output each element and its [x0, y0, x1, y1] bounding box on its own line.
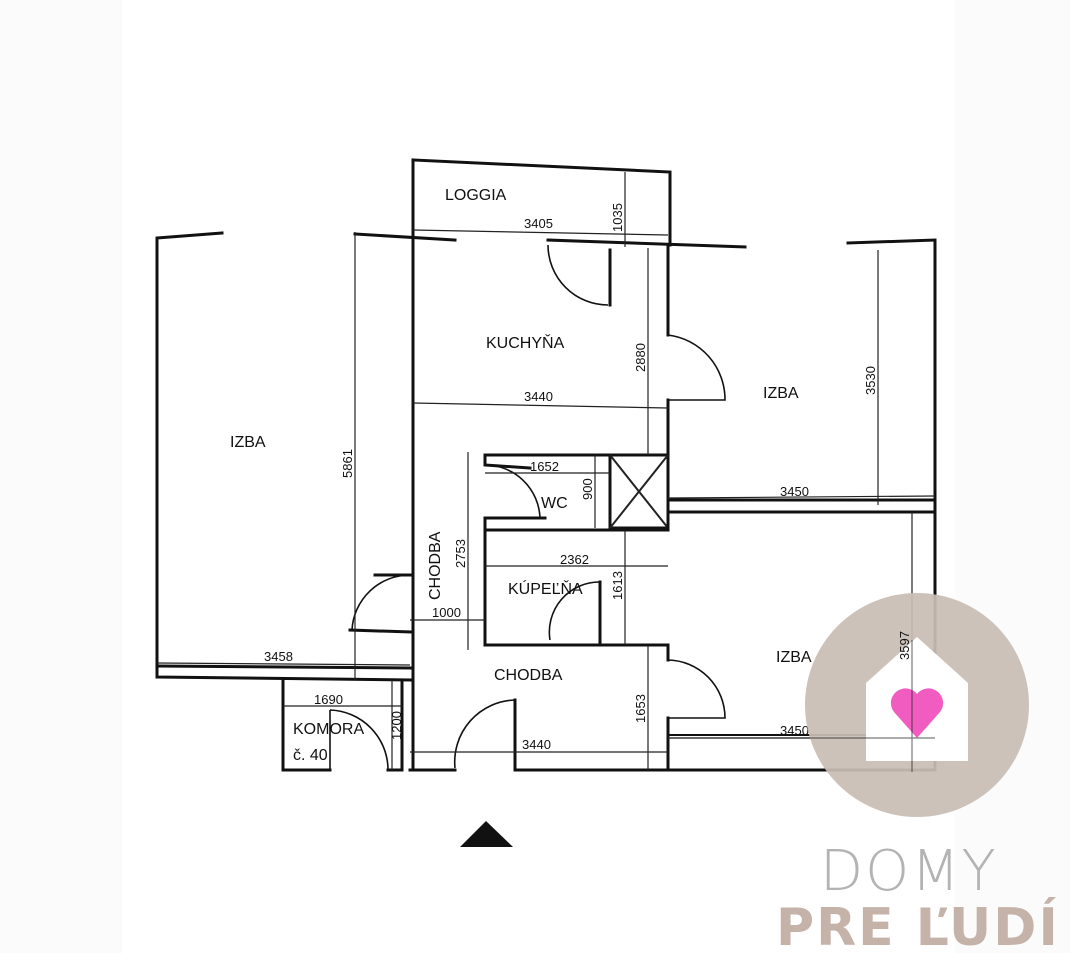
room-label-top-right-room: IZBA: [763, 385, 799, 402]
dim-core-depth: 2753: [453, 539, 468, 568]
room-label-bottom-right-room: IZBA: [776, 649, 812, 666]
shaft: [608, 453, 670, 530]
logo-text-pre-ludi: PRE ĽUDÍ: [776, 897, 1060, 953]
storage-door-arc: [329, 709, 389, 771]
bathroom-wall: [483, 516, 602, 647]
dim-loggia-width: 3405: [524, 216, 553, 231]
bottom-right-room-door-arc: [667, 659, 726, 719]
dim-loggia-depth: 1035: [610, 203, 625, 232]
top-right-room-wall: [846, 238, 937, 514]
dim-bathroom-depth: 1613: [610, 571, 625, 600]
dim-kitchen-width: 3440: [524, 389, 553, 404]
room-label-left-room: IZBA: [230, 434, 266, 451]
room-label-loggia: LOGGIA: [445, 187, 507, 204]
doors: [329, 244, 726, 771]
storage-wall: [281, 678, 332, 772]
left-room-inner-wall: [155, 664, 412, 670]
left-room-door-arc: [351, 574, 411, 631]
dim-wc-depth: 900: [580, 478, 595, 500]
kitchen-top-wall-left: [353, 232, 457, 242]
room-label-bathroom: KÚPEĽŇA: [508, 579, 583, 598]
bathroom-door-arc: [548, 581, 601, 641]
entrance-triangle-icon: [460, 821, 513, 847]
room-label-storage: KOMORA: [293, 721, 364, 738]
room-label-hallway-bottom: CHODBA: [494, 667, 563, 684]
dim-hallway-width: 1000: [432, 605, 461, 620]
page-margin-left: [0, 0, 122, 953]
brand-logo: 3597 DOMY PRE ĽUDÍ: [668, 593, 1060, 953]
kitchen-top-wall-right: [546, 238, 747, 249]
loggia-wall: [411, 158, 672, 247]
shaft-cross: [609, 454, 669, 529]
kitchen-door-arc: [547, 244, 609, 306]
room-label-wc: WC: [541, 495, 568, 512]
dim-kitchen-depth: 2880: [633, 343, 648, 372]
dim-bottom-right-width: 3450: [780, 723, 809, 738]
page-margin-right: [955, 0, 1070, 953]
dim-storage-width: 1690: [314, 692, 343, 707]
room-label-hallway-vertical: CHODBA: [427, 531, 444, 600]
dim-top-right-width: 3450: [780, 484, 809, 499]
top-right-room-door-arc: [667, 334, 726, 401]
dim-hallway-bottom-width: 3440: [522, 737, 551, 752]
top-right-room-bottom-wall: [666, 498, 937, 514]
logo-text-domy: DOMY: [820, 839, 998, 904]
dim-bathroom-width: 2362: [560, 552, 589, 567]
wc-door-arc: [484, 464, 541, 519]
storage-right-wall: [386, 678, 404, 772]
dim-top-right-depth: 3530: [863, 366, 878, 395]
paper: [123, 0, 955, 953]
entrance-door-arc: [453, 699, 516, 769]
dim-left-room-width: 3458: [264, 649, 293, 664]
dim-left-room-depth: 5861: [340, 449, 355, 478]
heart-icon: [890, 688, 944, 738]
dim-wc-width: 1652: [530, 459, 559, 474]
room-label-storage-number: č. 40: [293, 747, 328, 764]
dim-bottom-right-depth: 3597: [897, 631, 912, 660]
dim-storage-depth: 1200: [389, 711, 404, 740]
dim-hallway-bottom-depth: 1653: [633, 694, 648, 723]
left-door-sill: [348, 628, 412, 634]
room-label-kitchen: KUCHYŇA: [486, 333, 565, 352]
